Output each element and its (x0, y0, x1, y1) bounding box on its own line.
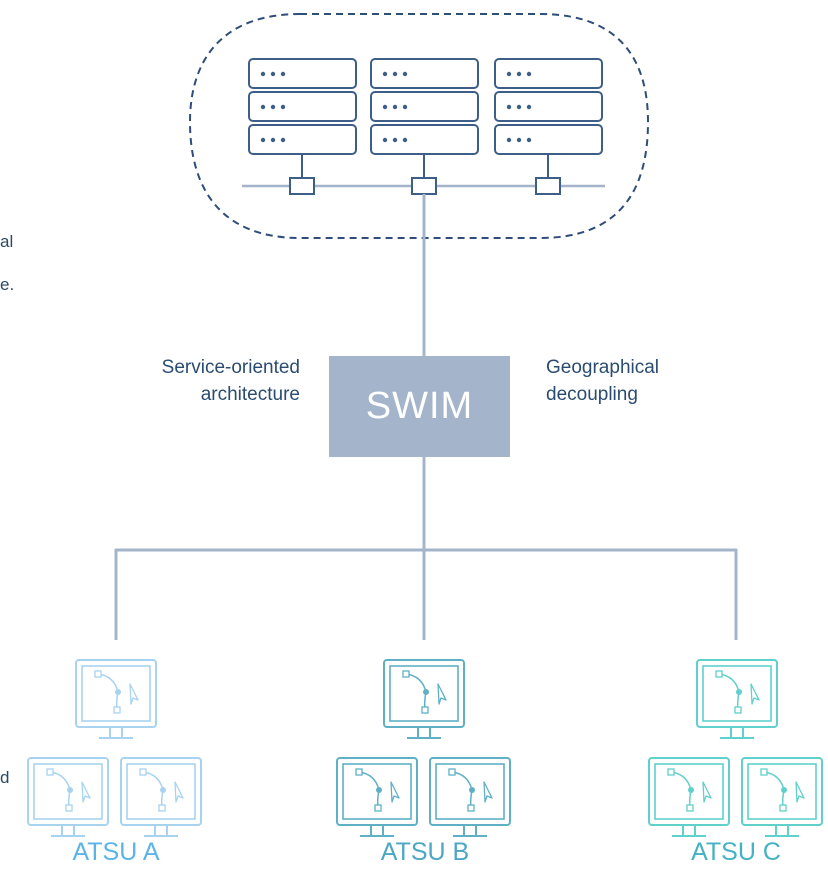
atsu-b-workstations (336, 659, 511, 837)
feature-left-line1: Service-oriented (161, 357, 300, 378)
workstation-icon (648, 757, 730, 837)
atsu-c-label: ATSU C (691, 838, 781, 866)
cut-off-text-3: d (0, 768, 10, 787)
workstation-icon (383, 659, 465, 739)
workstation-icon (27, 757, 109, 837)
workstation-icon (336, 757, 418, 837)
bus-connector-2 (411, 177, 437, 195)
server-stack-1 (248, 58, 357, 178)
bus-connector-1 (289, 177, 315, 195)
atsu-b-label: ATSU B (380, 838, 470, 866)
workstation-icon (75, 659, 157, 739)
swim-box: SWIM (329, 356, 510, 457)
atsu-a-workstations (27, 659, 202, 837)
workstation-icon (120, 757, 202, 837)
workstation-icon (696, 659, 778, 739)
atsu-a-label: ATSU A (72, 838, 160, 866)
feature-geographical-decoupling: Geographical decoupling (546, 354, 659, 408)
feature-right-line2: decoupling (546, 384, 638, 405)
feature-right-line1: Geographical (546, 357, 660, 378)
swim-label: SWIM (365, 385, 474, 427)
cut-off-text-2: e. (0, 275, 15, 294)
workstation-icon (741, 757, 823, 837)
server-cloud-boundary (188, 13, 650, 239)
server-stack-3 (494, 58, 603, 178)
workstation-icon (429, 757, 511, 837)
server-stack-2 (370, 58, 479, 178)
atsu-c-workstations (648, 659, 823, 837)
bus-connector-3 (535, 177, 561, 195)
feature-service-oriented: Service-oriented architecture (162, 354, 300, 408)
cut-off-text-1: al (0, 232, 14, 251)
feature-left-line2: architecture (200, 384, 300, 405)
